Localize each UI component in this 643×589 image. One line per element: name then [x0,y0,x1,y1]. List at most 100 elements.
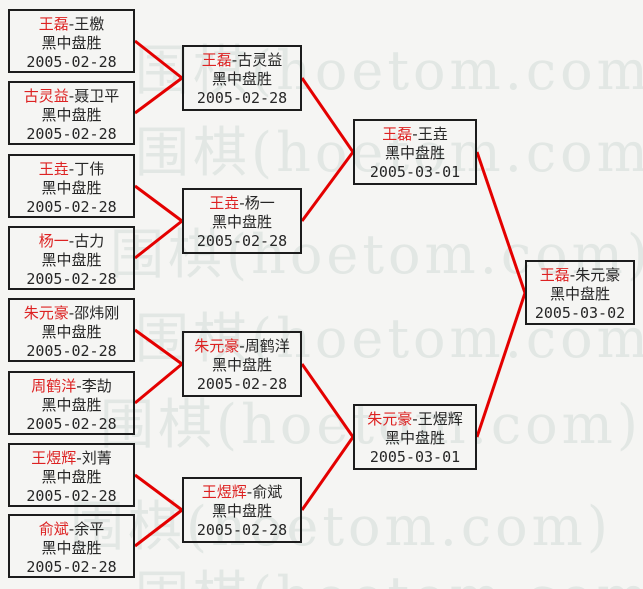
winner-name: 朱元豪 [367,410,413,428]
match-result: 黑中盘胜 [41,323,102,341]
match-date: 2005-02-28 [26,270,117,288]
loser-name: 俞斌 [252,483,283,501]
loser-name: 古灵益 [237,51,283,69]
match-players: 朱元豪-周鹤洋 [184,337,300,356]
match-result: 黑中盘胜 [384,144,445,162]
connector-line [300,77,355,153]
winner-name: 王磊 [382,125,413,143]
connector-line [475,292,527,438]
players-separator: - [76,449,82,467]
players-separator: - [239,194,245,212]
connector-line [134,362,183,405]
match-result: 黑中盘胜 [41,396,102,414]
match-date: 2005-03-02 [534,304,626,322]
match-date: 2005-02-28 [26,487,117,505]
match-date: 2005-02-28 [26,198,117,216]
winner-name: 王煜辉 [201,483,247,501]
players-separator: - [412,410,418,428]
loser-name: 朱元豪 [575,266,621,284]
winner-name: 王磊 [38,15,69,33]
players-separator: - [76,377,82,395]
match-players: 王磊-王垚 [355,125,475,144]
match-date: 2005-02-28 [196,89,288,107]
winner-name: 朱元豪 [23,304,69,322]
loser-name: 余平 [74,520,105,538]
match-players: 王煜辉-俞斌 [184,483,300,502]
watermark-text: 围棋(hoetom.com) [135,39,643,102]
match-box: 王煜辉-刘菁 黑中盘胜 2005-02-28 [8,443,135,507]
match-players: 俞斌-余平 [10,520,133,539]
loser-name: 王煜辉 [417,410,463,428]
match-date: 2005-03-01 [369,448,461,466]
match-players: 王煜辉-刘菁 [10,449,133,468]
match-box: 王磊-朱元豪 黑中盘胜 2005-03-02 [525,260,635,325]
loser-name: 刘菁 [81,449,112,467]
match-result: 黑中盘胜 [41,539,102,557]
match-box: 王垚-杨一 黑中盘胜 2005-02-28 [182,188,302,254]
players-separator: - [231,51,238,69]
match-date: 2005-03-01 [369,163,461,181]
match-players: 朱元豪-王煜辉 [355,410,475,429]
connector-line [134,184,183,223]
match-date: 2005-02-28 [26,53,117,71]
watermark-text: 围棋(hoetom.com) [110,223,643,286]
winner-name: 杨一 [38,232,69,250]
connector-line [134,473,183,512]
players-separator: - [68,87,75,105]
match-players: 古灵益-聂卫平 [10,87,133,106]
winner-name: 周鹤洋 [31,377,77,395]
match-date: 2005-02-28 [196,375,288,393]
match-result: 黑中盘胜 [211,356,272,374]
match-box: 杨一-古力 黑中盘胜 2005-02-28 [8,226,135,290]
match-players: 王垚-杨一 [184,194,300,213]
match-result: 黑中盘胜 [41,179,102,197]
players-separator: - [68,520,75,538]
connector-line [134,508,183,548]
match-box: 朱元豪-王煜辉 黑中盘胜 2005-03-01 [353,404,477,470]
players-separator: - [68,15,75,33]
connector-line [134,76,183,115]
match-box: 周鹤洋-李劼 黑中盘胜 2005-02-28 [8,371,135,435]
loser-name: 丁伟 [74,160,105,178]
match-result: 黑中盘胜 [211,70,272,88]
winner-name: 王垚 [38,160,69,178]
match-box: 朱元豪-邵炜刚 黑中盘胜 2005-02-28 [8,298,135,362]
loser-name: 周鹤洋 [244,337,290,355]
players-separator: - [68,160,75,178]
match-result: 黑中盘胜 [41,251,102,269]
match-box: 古灵益-聂卫平 黑中盘胜 2005-02-28 [8,81,135,145]
winner-name: 王煜辉 [31,449,77,467]
winner-name: 古灵益 [23,87,69,105]
players-separator: - [246,483,253,501]
match-result: 黑中盘胜 [211,502,272,520]
players-separator: - [68,232,75,250]
match-box: 俞斌-余平 黑中盘胜 2005-02-28 [8,514,135,578]
winner-name: 俞斌 [38,520,69,538]
match-box: 王磊-王檄 黑中盘胜 2005-02-28 [8,9,135,73]
match-box: 王磊-王垚 黑中盘胜 2005-03-01 [353,119,477,185]
loser-name: 王檄 [74,15,105,33]
players-separator: - [239,337,245,355]
connector-line [300,151,355,222]
players-separator: - [412,125,418,143]
winner-name: 朱元豪 [194,337,240,355]
watermark-text: 围棋(hoetom.com) [135,307,643,370]
winner-name: 王磊 [201,51,232,69]
match-date: 2005-02-28 [196,521,288,539]
connector-line [134,39,183,80]
match-players: 王磊-朱元豪 [527,266,633,285]
match-players: 王磊-古灵益 [184,51,300,70]
match-date: 2005-02-28 [26,125,117,143]
match-date: 2005-02-28 [26,342,117,360]
players-separator: - [68,304,75,322]
winner-name: 王磊 [539,266,570,284]
watermark-text: 围棋(hoetom.com) [135,121,643,184]
match-box: 王磊-古灵益 黑中盘胜 2005-02-28 [182,45,302,111]
connector-line [475,151,527,294]
loser-name: 王垚 [417,125,448,143]
match-result: 黑中盘胜 [41,106,102,124]
match-players: 朱元豪-邵炜刚 [10,304,133,323]
match-box: 王煜辉-俞斌 黑中盘胜 2005-02-28 [182,477,302,543]
winner-name: 王垚 [209,194,240,212]
